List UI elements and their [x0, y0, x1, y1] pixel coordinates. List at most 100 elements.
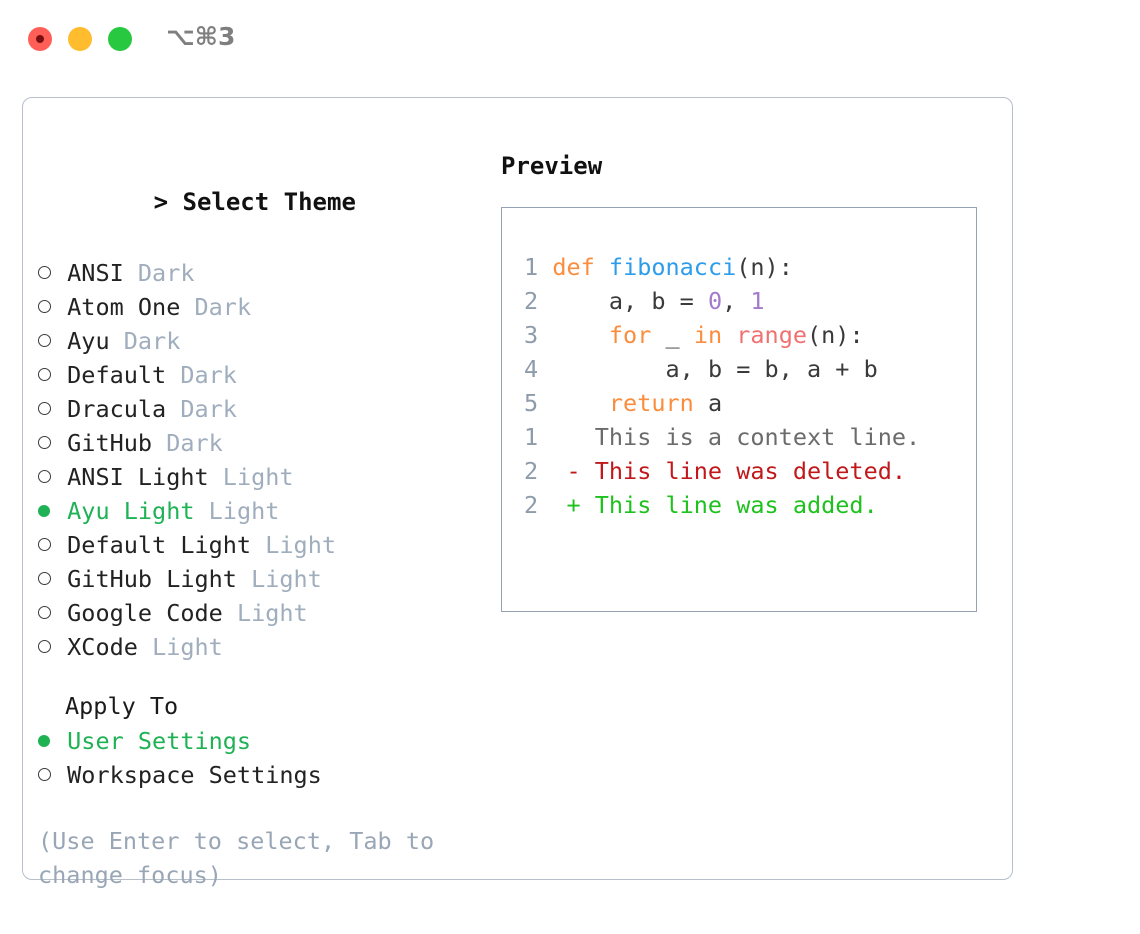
radio-unselected-icon[interactable] [38, 758, 53, 792]
theme-list-item[interactable]: GitHub Dark [38, 426, 468, 460]
theme-name: Google Code [67, 599, 223, 627]
keyboard-shortcut-label: ⌥⌘3 [166, 22, 236, 51]
radio-selected-icon[interactable] [38, 724, 53, 758]
diff-marker [538, 423, 595, 451]
code-token: fibonacci [608, 253, 737, 281]
radio-unselected-icon[interactable] [38, 562, 53, 596]
diff-text: This line was deleted. [594, 457, 907, 485]
maximize-button[interactable] [108, 27, 132, 51]
theme-kind-badge: Dark [166, 429, 223, 457]
minimize-button[interactable] [68, 27, 92, 51]
apply-to-section: Apply To User Settings Workspace Setting… [38, 688, 468, 792]
apply-to-label: User Settings [67, 727, 252, 755]
code-token: a, b = b, a + b [552, 355, 878, 383]
theme-kind-badge: Dark [180, 361, 237, 389]
select-theme-title: Select Theme [182, 188, 356, 216]
radio-unselected-icon[interactable] [38, 596, 53, 630]
theme-list-item[interactable]: Ayu Dark [38, 324, 468, 358]
code-token: def [552, 253, 595, 281]
theme-name: XCode [67, 633, 138, 661]
code-token: for [608, 321, 652, 349]
code-line-number: 2 [524, 287, 539, 315]
radio-unselected-icon[interactable] [38, 358, 53, 392]
radio-selected-icon[interactable] [38, 494, 53, 528]
apply-to-item[interactable]: Workspace Settings [38, 758, 468, 792]
recording-indicator-icon [36, 35, 44, 43]
code-token [552, 389, 609, 417]
theme-list-item[interactable]: ANSI Light Light [38, 460, 468, 494]
radio-unselected-icon[interactable] [38, 392, 53, 426]
code-token [552, 321, 609, 349]
code-token: in [693, 321, 723, 349]
radio-unselected-icon[interactable] [38, 256, 53, 290]
theme-kind-badge: Dark [194, 293, 252, 321]
code-line-number: 5 [524, 389, 539, 417]
diff-line: 2 + This line was added. [524, 488, 964, 522]
radio-unselected-icon[interactable] [38, 324, 53, 358]
code-token [595, 253, 609, 281]
theme-name: Atom One [67, 293, 181, 321]
code-line-number: 4 [524, 355, 539, 383]
diff-line-number: 2 [524, 457, 539, 485]
code-token: return [608, 389, 694, 417]
code-token [722, 321, 736, 349]
theme-name: Default Light [67, 531, 252, 559]
code-token: (n): [807, 321, 864, 349]
titlebar: ⌥⌘3 [0, 0, 1140, 78]
theme-list-item[interactable]: Default Light Light [38, 528, 468, 562]
diff-sample: 1 This is a context line.2 - This line w… [524, 420, 964, 522]
theme-name: ANSI [67, 259, 124, 287]
theme-list-item[interactable]: Google Code Light [38, 596, 468, 630]
code-token: 1 [750, 287, 765, 315]
diff-text: This line was added. [594, 491, 878, 519]
theme-name: Default [67, 361, 167, 389]
theme-list-item[interactable]: XCode Light [38, 630, 468, 664]
theme-kind-badge: Light [222, 463, 294, 491]
theme-kind-badge: Light [236, 599, 308, 627]
code-line: 4 a, b = b, a + b [524, 352, 964, 386]
theme-list: ANSI Dark Atom One Dark Ayu Dark Default… [38, 256, 468, 664]
code-token: (n): [736, 253, 793, 281]
theme-list-item[interactable]: GitHub Light Light [38, 562, 468, 596]
theme-list-item[interactable]: ANSI Dark [38, 256, 468, 290]
select-theme-header: > Select Theme [38, 148, 468, 256]
focus-caret: > [153, 188, 183, 216]
theme-kind-badge: Light [251, 565, 322, 593]
radio-unselected-icon[interactable] [38, 630, 53, 664]
theme-name: ANSI Light [67, 463, 209, 491]
radio-unselected-icon[interactable] [38, 460, 53, 494]
theme-kind-badge: Light [152, 633, 223, 661]
apply-to-item[interactable]: User Settings [38, 724, 468, 758]
theme-kind-badge: Dark [137, 259, 195, 287]
radio-unselected-icon[interactable] [38, 528, 53, 562]
code-line-number: 3 [524, 321, 539, 349]
diff-line: 2 - This line was deleted. [524, 454, 964, 488]
radio-unselected-icon[interactable] [38, 426, 53, 460]
theme-picker-panel: > Select Theme ANSI Dark Atom One Dark A… [22, 97, 1013, 889]
code-line: 3 for _ in range(n): [524, 318, 964, 352]
theme-name: Ayu [67, 327, 110, 355]
code-token: , [722, 287, 751, 315]
apply-to-list: User Settings Workspace Settings [38, 724, 468, 792]
theme-list-item[interactable]: Ayu Light Light [38, 494, 468, 528]
theme-list-item[interactable]: Default Dark [38, 358, 468, 392]
theme-name: Dracula [67, 395, 167, 423]
close-button[interactable] [28, 27, 52, 51]
theme-kind-badge: Dark [123, 327, 181, 355]
preview-column: Preview 1 def fibonacci(n):2 a, b = 0, 1… [501, 148, 1001, 612]
diff-text: This is a context line. [594, 423, 921, 451]
theme-list-item[interactable]: Atom One Dark [38, 290, 468, 324]
diff-line-number: 2 [524, 491, 539, 519]
apply-to-header: Apply To [65, 692, 179, 720]
radio-unselected-icon[interactable] [38, 290, 53, 324]
preview-title: Preview [501, 152, 603, 180]
theme-name: Ayu Light [67, 497, 195, 525]
apply-to-label: Workspace Settings [67, 761, 322, 789]
theme-kind-badge: Light [265, 531, 336, 559]
diff-marker: - [538, 457, 595, 485]
theme-list-item[interactable]: Dracula Dark [38, 392, 468, 426]
diff-marker: + [538, 491, 595, 519]
code-token: _ [651, 321, 694, 349]
